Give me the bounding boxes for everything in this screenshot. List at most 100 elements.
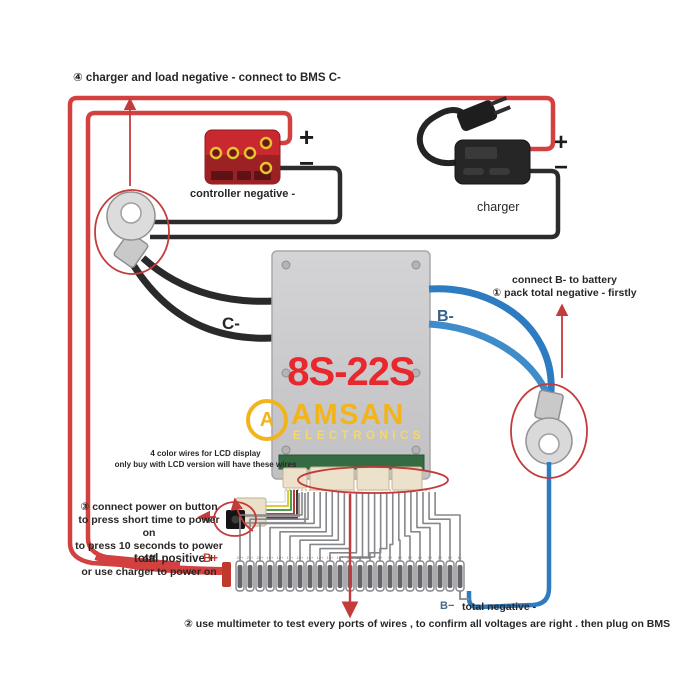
lcd-display-wires [266,490,298,519]
bms-c-minus-wire-1 [140,255,275,305]
balance-wire [416,492,431,561]
balance-wire [389,492,394,561]
terminal-pin [377,565,383,588]
charger-label: charger [477,200,520,214]
terminal-label: 5+ [408,555,413,560]
terminal-label: 12+ [337,555,344,560]
terminal-pin [387,565,393,588]
terminal-pin [277,565,283,588]
brand-subtitle: ELECTRONICS [293,430,425,442]
balance-wire [404,492,411,561]
terminal-outline [315,560,325,592]
terminal-pin [447,565,453,588]
terminal-outline [375,560,385,592]
charger-minus-sign: − [554,154,569,181]
left-ring-terminal [106,191,156,268]
balance-wire [422,492,441,561]
terminal-outline [385,560,395,592]
terminal-label: 19+ [267,555,274,560]
balance-wire [239,492,303,561]
battery-total-negative-wire [466,462,552,610]
terminal-label: 15+ [307,555,314,560]
balance-wire [434,492,461,561]
screw-icon [411,260,421,270]
balance-wire [269,492,321,561]
terminal-label: 13+ [327,555,334,560]
bms-model: 8S-22S [287,350,415,394]
bms-board [271,250,431,480]
charger-negative-wire [150,168,561,240]
balance-wire [428,492,451,561]
terminal-pin [247,565,253,588]
screw-icon [281,445,291,455]
terminal-outline [305,560,315,592]
step3-line1: ③ connect power on button [80,501,218,513]
terminal-pin [317,565,323,588]
terminal-outline [365,560,375,592]
balance-wire [349,492,370,561]
terminal-outline [295,560,305,592]
b-minus-bottom-label: B− [440,600,455,612]
terminal-pin [367,565,373,588]
step3-line4: or use charger to power on [81,566,217,578]
terminal-outline [255,560,265,592]
terminal-pin [457,565,463,588]
balance-wire [309,492,346,561]
controller-minus-sign: − [299,148,315,178]
balance-wire [339,492,364,561]
terminal-outline [445,560,455,592]
bms-b-minus-wire-1 [428,285,555,393]
lcd-wire [266,490,295,515]
terminal-label: 20+ [257,555,264,560]
terminal-pin [357,565,363,588]
charger-body [454,139,531,185]
annotation-marks [94,97,588,619]
charger-plus-sign: + [554,129,569,156]
terminal-outline [325,560,335,592]
terminal-pin [417,565,423,588]
terminal-outline [235,560,245,592]
balance-wire [359,492,376,561]
step3-note: ③ connect power on button to press short… [75,501,223,579]
balance-wire [289,492,334,561]
lcd-wire [266,490,292,511]
circle-left-lug [94,189,170,275]
terminal-pin [337,565,343,588]
last-terminal-lead [459,591,469,600]
terminal-pin [297,565,303,588]
terminal-outline [435,560,445,592]
balance-connectors [282,466,430,491]
terminal-outline [245,560,255,592]
step4-note: ④ charger and load negative - connect to… [73,72,341,84]
terminal-outline [285,560,295,592]
terminal-label: 18+ [277,555,284,560]
terminal-label: 9+ [368,555,373,560]
controller-negative-wire [152,165,343,225]
screw-icon [411,445,421,455]
balance-wire [410,492,421,561]
balance-wire-fan: 22+21+20+19+18+17+16+15+14+13+12+11+10+9… [235,492,465,592]
terminal-outline [355,560,365,592]
balance-wire [259,492,315,561]
terminal-outline [415,560,425,592]
screw-icon [281,368,291,378]
terminal-label: 7+ [388,555,393,560]
step3-line3: to press 10 seconds to power off [75,540,223,565]
terminal-label: 21+ [247,555,254,560]
terminal-label: 1+ [448,555,453,560]
terminal-label: B- [458,555,463,560]
lcd-note: 4 color wires for LCD display only buy w… [103,448,308,470]
terminal-outline [335,560,345,592]
brand-name: AMSAN [291,399,405,431]
balance-wire [379,492,388,561]
b-minus-label: B- [437,308,454,325]
controller-label: controller negative - [190,188,296,200]
lcd-wire [266,490,286,503]
terminal-outline [405,560,415,592]
terminal-outline [265,560,275,592]
terminal-pin [437,565,443,588]
terminal-pin [327,565,333,588]
terminal-pin [407,565,413,588]
terminal-outline [455,560,465,592]
terminal-label: 14+ [317,555,324,560]
